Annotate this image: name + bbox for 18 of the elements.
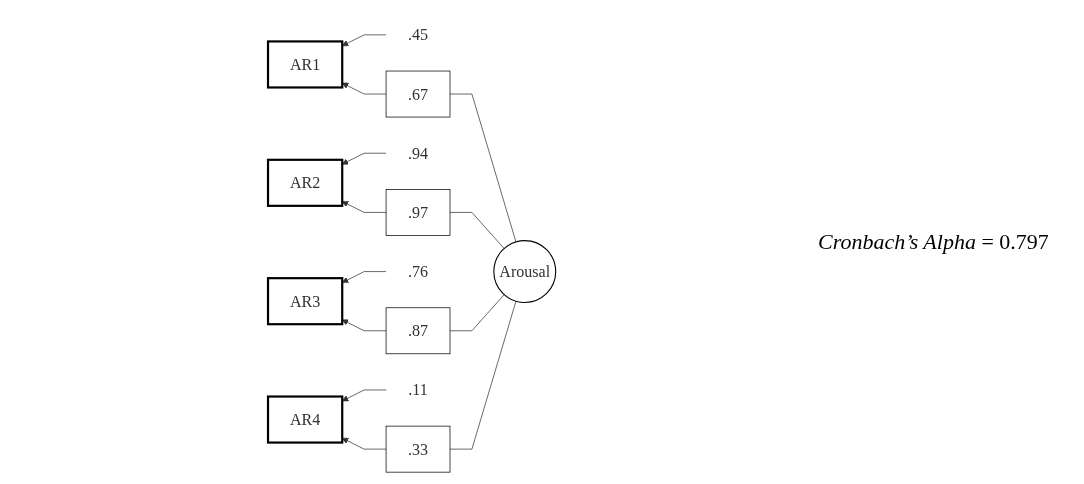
node-text: .45 bbox=[408, 25, 429, 44]
node-box: .87 bbox=[385, 307, 451, 355]
node-box: .67 bbox=[385, 70, 451, 118]
node-box: AR4 bbox=[267, 395, 344, 444]
node-text: .76 bbox=[408, 262, 429, 281]
node-circle: Arousal bbox=[493, 240, 557, 304]
node-text: .94 bbox=[408, 144, 429, 163]
node-box: .33 bbox=[385, 425, 451, 473]
node-box: AR2 bbox=[267, 158, 344, 207]
connector bbox=[449, 212, 505, 249]
node-box: AR1 bbox=[267, 40, 344, 89]
connector bbox=[449, 294, 505, 332]
node-box: .97 bbox=[385, 189, 451, 236]
reliability-note: Cronbach’s Alpha = 0.797 bbox=[818, 229, 1050, 255]
node-text: .11 bbox=[408, 380, 428, 400]
node-box: AR3 bbox=[267, 277, 344, 326]
connector bbox=[449, 93, 517, 243]
connector bbox=[449, 300, 517, 450]
